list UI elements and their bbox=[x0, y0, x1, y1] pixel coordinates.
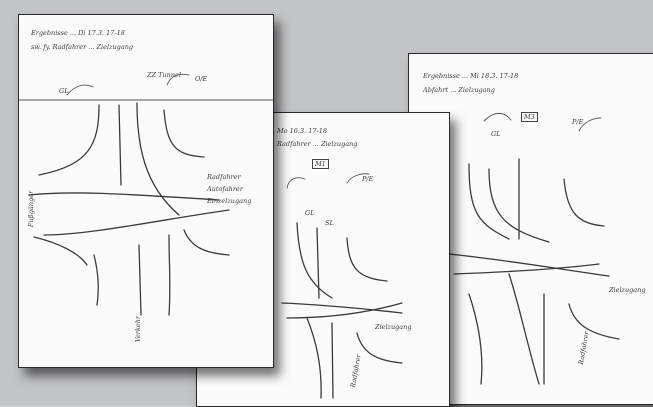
sheet-left-label-tunnel: ZZ Tunnel bbox=[147, 71, 181, 79]
sheet-right-header-line2: Abfahrt ... Zielzugang bbox=[423, 86, 495, 94]
sheet-middle-label-gl: GL bbox=[305, 209, 315, 217]
sheet-right-label-zielzugang: Zielzugang bbox=[609, 286, 646, 294]
sheet-middle-header-line1: Mo 16.3. 17-18 bbox=[277, 127, 327, 135]
sheet-middle-box-label: M1 bbox=[312, 159, 329, 169]
sketch-sheet-left: Ergebnisse ... Di 17.3. 17-18 sw. fy. Ra… bbox=[18, 14, 274, 368]
sheet-left-label-oe: O/E bbox=[195, 75, 208, 83]
sheet-left-label-gl: GL bbox=[59, 87, 69, 95]
sheet-right-box-label: M3 bbox=[521, 112, 538, 122]
sheet-left-label-einzelzugang: Einzelzugang bbox=[207, 197, 252, 205]
sheet-middle-label-zielzugang: Zielzugang bbox=[375, 323, 412, 331]
sheet-middle-drawing bbox=[281, 173, 403, 399]
sheet-left-header-line1: Ergebnisse ... Di 17.3. 17-18 bbox=[31, 29, 125, 37]
sheet-right-label-gl: GL bbox=[491, 130, 501, 138]
sheet-right-drawing bbox=[448, 112, 620, 385]
sheet-left-label-autofahrer: Autofahrer bbox=[207, 185, 243, 193]
sheet-right-label-pe: P/E bbox=[572, 118, 584, 126]
sheet-left-drawing bbox=[19, 73, 273, 316]
sheet-right-header-line1: Ergebnisse ... Mi 18.3. 17-18 bbox=[423, 72, 519, 80]
sheet-left-label-radfahrer: Radfahrer bbox=[207, 173, 241, 181]
sheet-middle-label-sl: SL bbox=[325, 219, 334, 227]
sheet-middle-label-pe: P/E bbox=[362, 175, 374, 183]
sheet-left-header-line2: sw. fy. Radfahrer ... Zielzugang bbox=[31, 43, 134, 51]
sheet-middle-header-line2: Radfahrer ... Zielzugang bbox=[277, 140, 358, 148]
